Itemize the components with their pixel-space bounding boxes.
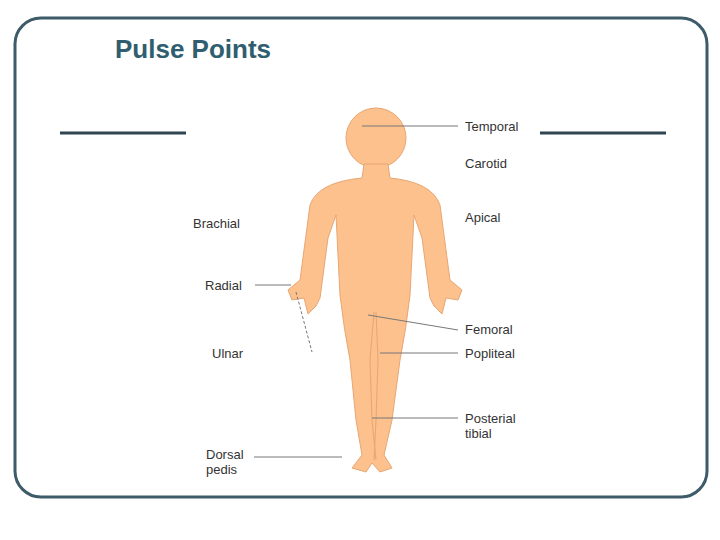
leader-line [368, 315, 458, 330]
rule-bar [540, 132, 666, 135]
leader-line [380, 353, 458, 354]
figure-body [288, 164, 462, 472]
pulse-point-label: Popliteal [465, 346, 515, 361]
pulse-point-label: Apical [465, 210, 500, 225]
pulse-point-label: Temporal [465, 119, 518, 134]
pulse-point-label: Dorsal pedis [206, 447, 252, 477]
leader-line [372, 418, 458, 419]
rule-bar [60, 132, 186, 135]
leader-line [255, 285, 291, 286]
pulse-point-label: Femoral [465, 322, 513, 337]
leader-line [362, 126, 458, 127]
frame [15, 18, 707, 497]
figure-head [346, 108, 406, 168]
pulse-point-label: Brachial [193, 216, 240, 231]
leader-line [296, 292, 312, 352]
pulse-point-label: Ulnar [212, 346, 243, 361]
leg-gap [370, 312, 378, 460]
pulse-point-label: Posterial tibial [465, 411, 543, 441]
title: Pulse Points [115, 34, 271, 65]
leader-line [254, 457, 342, 458]
pulse-point-label: Carotid [465, 156, 507, 171]
pulse-point-label: Radial [205, 278, 242, 293]
